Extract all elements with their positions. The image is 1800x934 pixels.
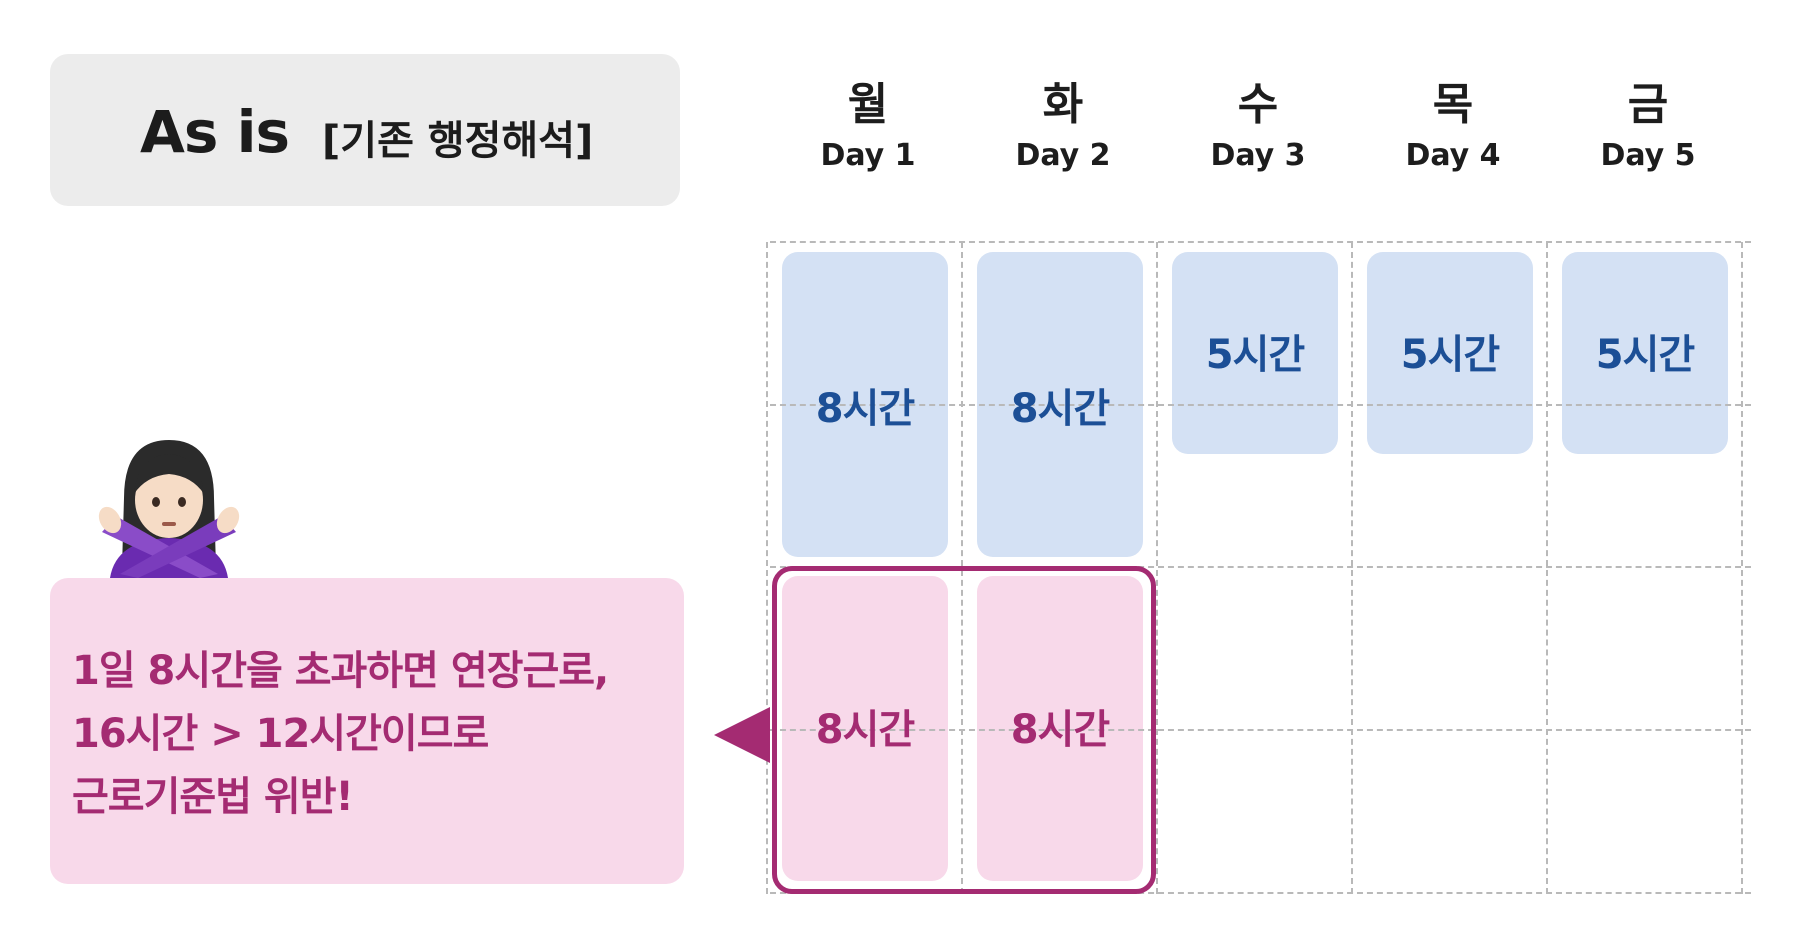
extra-hours-block-day1 bbox=[782, 576, 948, 881]
day-korean: 목 bbox=[1432, 79, 1474, 130]
extra-hours-label-day1: 8시간 bbox=[815, 707, 915, 753]
day-english: Day 5 bbox=[1600, 138, 1696, 173]
violation-highlight bbox=[772, 566, 1156, 894]
note-line-2: 16시간 > 12시간이므로 bbox=[72, 711, 489, 757]
day-korean: 화 bbox=[1042, 79, 1084, 130]
title-main: As is bbox=[140, 98, 290, 166]
day-header-1: 월 Day 1 bbox=[788, 78, 948, 178]
title-subtitle: [기존 행정해석] bbox=[322, 118, 594, 164]
day-english: Day 1 bbox=[820, 138, 916, 173]
hours-label-day3: 5시간 bbox=[1205, 332, 1305, 378]
grid-line bbox=[770, 892, 1751, 894]
extra-hours-label-day2: 8시간 bbox=[1010, 707, 1110, 753]
hours-block-day4 bbox=[1367, 252, 1533, 454]
grid-line bbox=[770, 241, 1751, 243]
grid-line bbox=[766, 242, 768, 894]
hours-block-day3 bbox=[1172, 252, 1338, 454]
hours-label-day5: 5시간 bbox=[1595, 332, 1695, 378]
day-english: Day 4 bbox=[1405, 138, 1501, 173]
hours-block-day5 bbox=[1562, 252, 1728, 454]
hours-label-day4: 5시간 bbox=[1400, 332, 1500, 378]
day-header-4: 목 Day 4 bbox=[1373, 78, 1533, 178]
grid-line bbox=[1351, 242, 1353, 894]
grid-line bbox=[770, 566, 1751, 568]
day-header-5: 금 Day 5 bbox=[1568, 78, 1728, 178]
day-header-2: 화 Day 2 bbox=[983, 78, 1143, 178]
day-korean: 수 bbox=[1237, 79, 1279, 130]
grid-line bbox=[1741, 242, 1743, 894]
day-header-3: 수 Day 3 bbox=[1178, 78, 1338, 178]
note-box: 1일 8시간을 초과하면 연장근로, 16시간 > 12시간이므로 근로기준법 … bbox=[50, 578, 684, 884]
day-korean: 금 bbox=[1627, 79, 1669, 130]
note-line-1: 1일 8시간을 초과하면 연장근로, bbox=[72, 648, 609, 694]
grid-line bbox=[1156, 242, 1158, 894]
hours-label-day1: 8시간 bbox=[815, 386, 915, 432]
extra-hours-block-day2 bbox=[977, 576, 1143, 881]
grid-line bbox=[770, 729, 1751, 731]
day-korean: 월 bbox=[847, 79, 889, 130]
grid-line bbox=[1546, 242, 1548, 894]
note-line-3: 근로기준법 위반! bbox=[72, 774, 354, 820]
day-english: Day 2 bbox=[1015, 138, 1111, 173]
hours-label-day2: 8시간 bbox=[1010, 386, 1110, 432]
day-english: Day 3 bbox=[1210, 138, 1306, 173]
grid-line bbox=[770, 404, 1751, 406]
title-box: As is [기존 행정해석] bbox=[50, 54, 680, 206]
callout-pointer bbox=[714, 707, 770, 763]
person-gesturing-no-icon bbox=[98, 440, 240, 578]
